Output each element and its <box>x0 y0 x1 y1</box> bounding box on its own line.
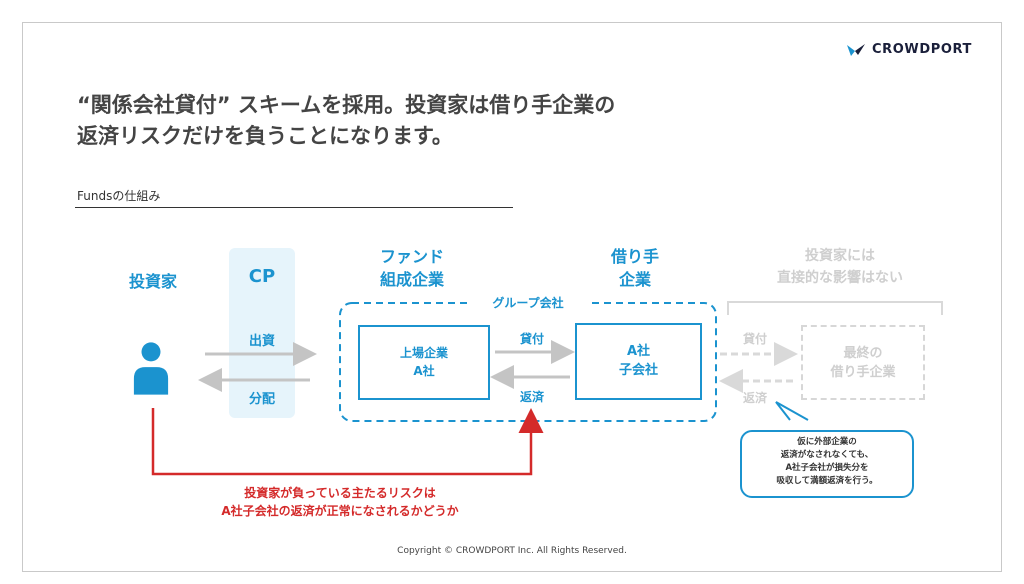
subsidiary-text: A社 子会社 <box>575 342 702 380</box>
headline-line-1: “関係会社貸付” スキームを採用。投資家は借り手企業の <box>77 93 616 117</box>
subsidiary-box <box>575 323 702 400</box>
brand-name: CROWDPORT <box>871 42 972 57</box>
fund-company-header: ファンド 組成企業 <box>352 245 472 291</box>
callout-box <box>740 430 914 498</box>
investment-label: 出資 <box>248 334 275 349</box>
distribution-label: 分配 <box>248 392 275 407</box>
callout-line-4: 吸収して満額返済を行う。 <box>776 476 878 486</box>
no-effect-line-2: 直接的な影響はない <box>777 270 903 286</box>
subsidiary-line-2: 子会社 <box>618 363 658 378</box>
cp-label: CP <box>248 266 276 287</box>
fund-company-header-line-1: ファンド <box>379 247 444 266</box>
callout-text: 仮に外部企業の 返済がなされなくても、 A社子会社が損失分を 吸収して満額返済を… <box>740 436 914 488</box>
borrower-header-line-2: 企業 <box>618 270 651 289</box>
risk-note-line-1: 投資家が負っている主たるリスクは <box>244 486 436 500</box>
headline-line-2: 返済リスクだけを負うことになります。 <box>77 124 453 148</box>
risk-note-line-2: A社子会社の返済が正常になされるかどうか <box>221 504 459 518</box>
brand-logo: CROWDPORT <box>846 42 972 57</box>
no-effect-header: 投資家には 直接的な影響はない <box>740 245 940 289</box>
loan-label: 貸付 <box>519 332 544 346</box>
final-borrower-line-2: 借り手企業 <box>830 365 896 380</box>
headline: “関係会社貸付” スキームを採用。投資家は借り手企業の 返済リスクだけを負うこと… <box>77 90 615 152</box>
listed-company-line-2: A社 <box>413 364 435 378</box>
subsidiary-line-1: A社 <box>626 344 651 359</box>
no-effect-line-1: 投資家には <box>805 248 875 264</box>
listed-company-box <box>358 325 490 400</box>
section-rule <box>75 207 513 208</box>
final-borrower-text: 最終の 借り手企業 <box>801 344 925 382</box>
borrower-header: 借り手 企業 <box>585 245 685 291</box>
cp-column <box>229 248 295 418</box>
callout-line-3: A社子会社が損失分を <box>785 463 869 473</box>
section-title: Fundsの仕組み <box>77 189 161 203</box>
copyright: Copyright © CROWDPORT Inc. All Rights Re… <box>397 546 627 556</box>
listed-company-line-1: 上場企業 <box>399 346 448 360</box>
ghost-loan-label: 貸付 <box>742 332 767 346</box>
fund-company-header-line-2: 組成企業 <box>379 270 444 289</box>
crowdport-bird-icon <box>846 43 865 56</box>
callout-line-2: 返済がなされなくても、 <box>780 450 874 460</box>
person-icon <box>133 342 169 395</box>
group-company-label: グループ会社 <box>468 294 588 311</box>
repay-label: 返済 <box>519 390 544 404</box>
listed-company-text: 上場企業 A社 <box>358 344 490 380</box>
callout-line-1: 仮に外部企業の <box>797 437 857 447</box>
risk-note: 投資家が負っている主たるリスクは A社子会社の返済が正常になされるかどうか <box>190 484 490 520</box>
ghost-repay-label: 返済 <box>742 391 767 405</box>
borrower-header-line-1: 借り手 <box>610 247 659 266</box>
final-borrower-box <box>801 325 925 400</box>
investor-label: 投資家 <box>128 272 177 291</box>
final-borrower-line-1: 最終の <box>843 346 883 361</box>
